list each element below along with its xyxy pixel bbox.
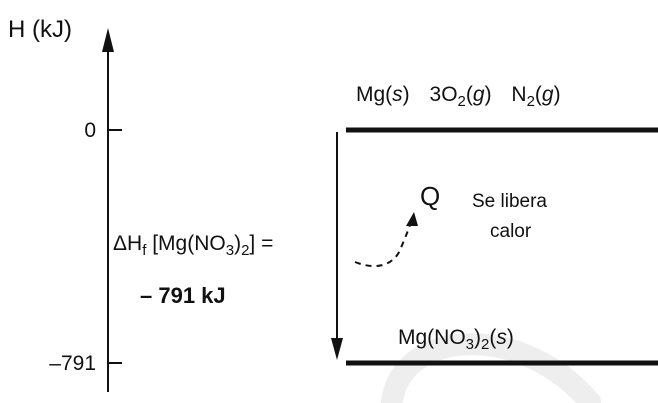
tick-label-zero: 0 <box>84 119 96 142</box>
species-o2: 3O2(g) <box>430 83 498 110</box>
watermark-arc <box>381 333 601 403</box>
enthalpy-change-arrowhead <box>331 338 343 360</box>
enthalpy-formation-value: – 791 kJ <box>140 283 226 308</box>
heat-symbol: Q <box>420 181 440 211</box>
heat-note-line2: calor <box>490 221 532 242</box>
axis-title: H (kJ) <box>8 16 72 43</box>
species-n2: N2(g) <box>511 83 560 110</box>
enthalpy-formation-label: ΔHf [Mg(NO3)2] = <box>113 232 273 259</box>
heat-release-arrow <box>354 217 413 268</box>
heat-note-line1: Se libera <box>472 191 547 212</box>
product-label: Mg(NO3)2(s) <box>398 326 514 353</box>
heat-release-arrowhead <box>406 212 418 226</box>
species-mg: Mg(s) <box>356 83 416 106</box>
enthalpy-axis-arrowhead <box>102 28 114 52</box>
tick-label-minus-791: –791 <box>49 352 96 375</box>
reactants-label: Mg(s) 3O2(g) N2(g) <box>356 83 561 110</box>
